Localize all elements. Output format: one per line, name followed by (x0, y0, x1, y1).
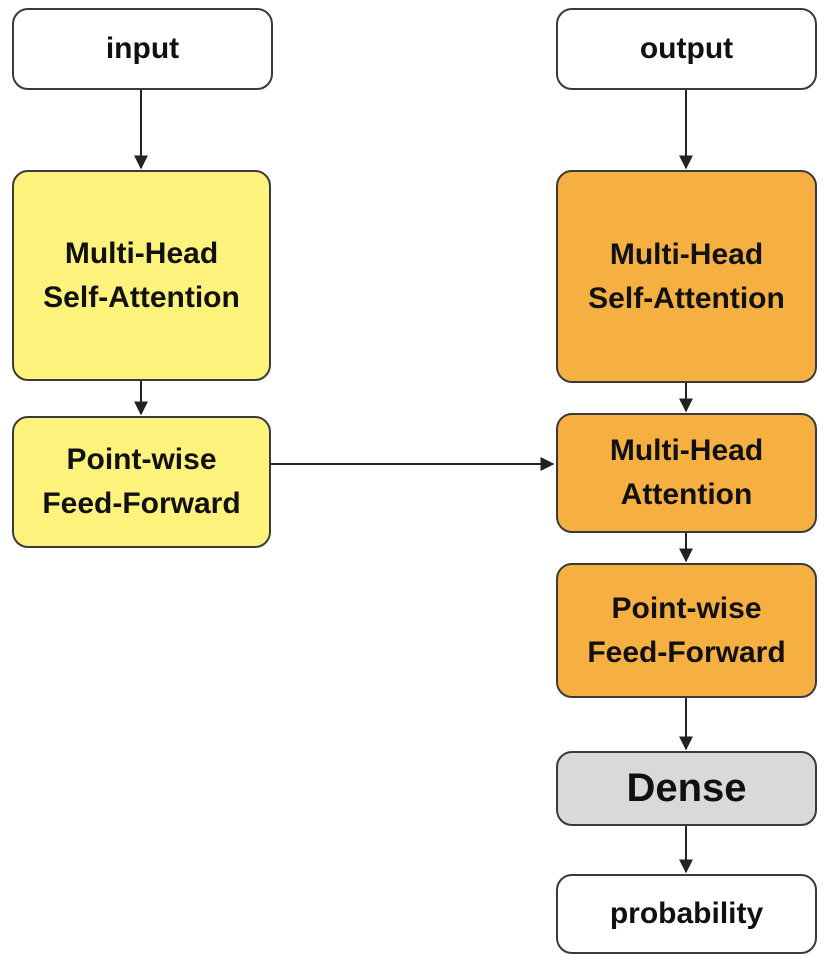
decoder-attention-block: Multi-Head Attention (556, 413, 817, 533)
input-node: input (12, 8, 273, 90)
decoder-self-attention-block: Multi-Head Self-Attention (556, 170, 817, 383)
decoder-self-attention-label: Multi-Head Self-Attention (588, 237, 785, 315)
encoder-self-attention-label: Multi-Head Self-Attention (43, 236, 240, 314)
encoder-self-attention-block: Multi-Head Self-Attention (12, 170, 271, 381)
probability-node: probability (556, 874, 817, 954)
output-node: output (556, 8, 817, 90)
encoder-feed-forward-label: Point-wise Feed-Forward (42, 443, 241, 520)
decoder-attention-label: Multi-Head Attention (609, 434, 764, 511)
output-label: output (639, 32, 734, 65)
input-label: input (105, 32, 180, 65)
probability-label: probability (609, 897, 764, 930)
encoder-feed-forward-block: Point-wise Feed-Forward (12, 416, 271, 548)
dense-label: Dense (626, 766, 747, 810)
decoder-feed-forward-block: Point-wise Feed-Forward (556, 563, 817, 698)
decoder-feed-forward-label: Point-wise Feed-Forward (587, 591, 786, 669)
dense-block: Dense (556, 751, 817, 826)
